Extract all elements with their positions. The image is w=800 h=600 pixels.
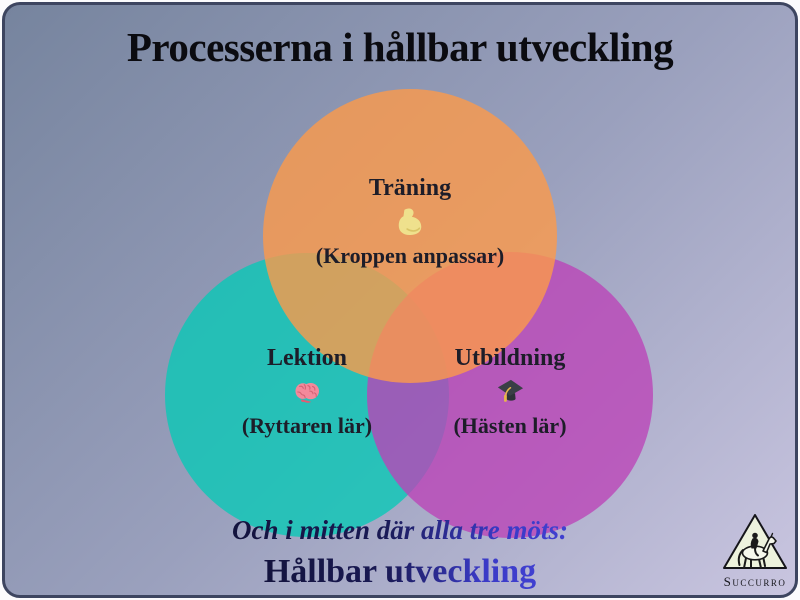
- footer-highlight-text: Hållbar utveckling: [263, 553, 537, 590]
- footer-lead-line: Och i mitten där alla tre möts:: [5, 515, 795, 546]
- lektion-label: Lektion: [266, 345, 347, 371]
- venn-circle-traning: [263, 89, 557, 383]
- footer-lead-text: Och i mitten där alla tre möts:: [231, 515, 568, 545]
- muscle-icon: [260, 205, 560, 239]
- graduation-cap-icon: [360, 375, 660, 409]
- succurro-logo: Succurro: [711, 513, 795, 590]
- footer-highlight-line: Hållbar utveckling: [5, 553, 795, 591]
- utbildning-label: Utbildning: [454, 345, 566, 371]
- venn-label-group-traning: Träning (Kroppen anpassar): [260, 173, 560, 271]
- traning-sublabel: (Kroppen anpassar): [315, 243, 505, 268]
- page-title: Processerna i hållbar utveckling: [126, 24, 674, 70]
- lektion-sublabel: (Ryttaren lär): [241, 413, 373, 438]
- venn-label-group-lektion: Lektion (Ryttaren lär): [157, 343, 457, 441]
- logo-text: Succurro: [723, 574, 787, 589]
- venn-label-group-utbildning: Utbildning (Hästen lär): [360, 343, 660, 441]
- brain-icon: [157, 375, 457, 409]
- horse-triangle-icon: [723, 514, 787, 569]
- traning-label: Träning: [368, 175, 452, 201]
- utbildning-sublabel: (Hästen lär): [453, 413, 567, 438]
